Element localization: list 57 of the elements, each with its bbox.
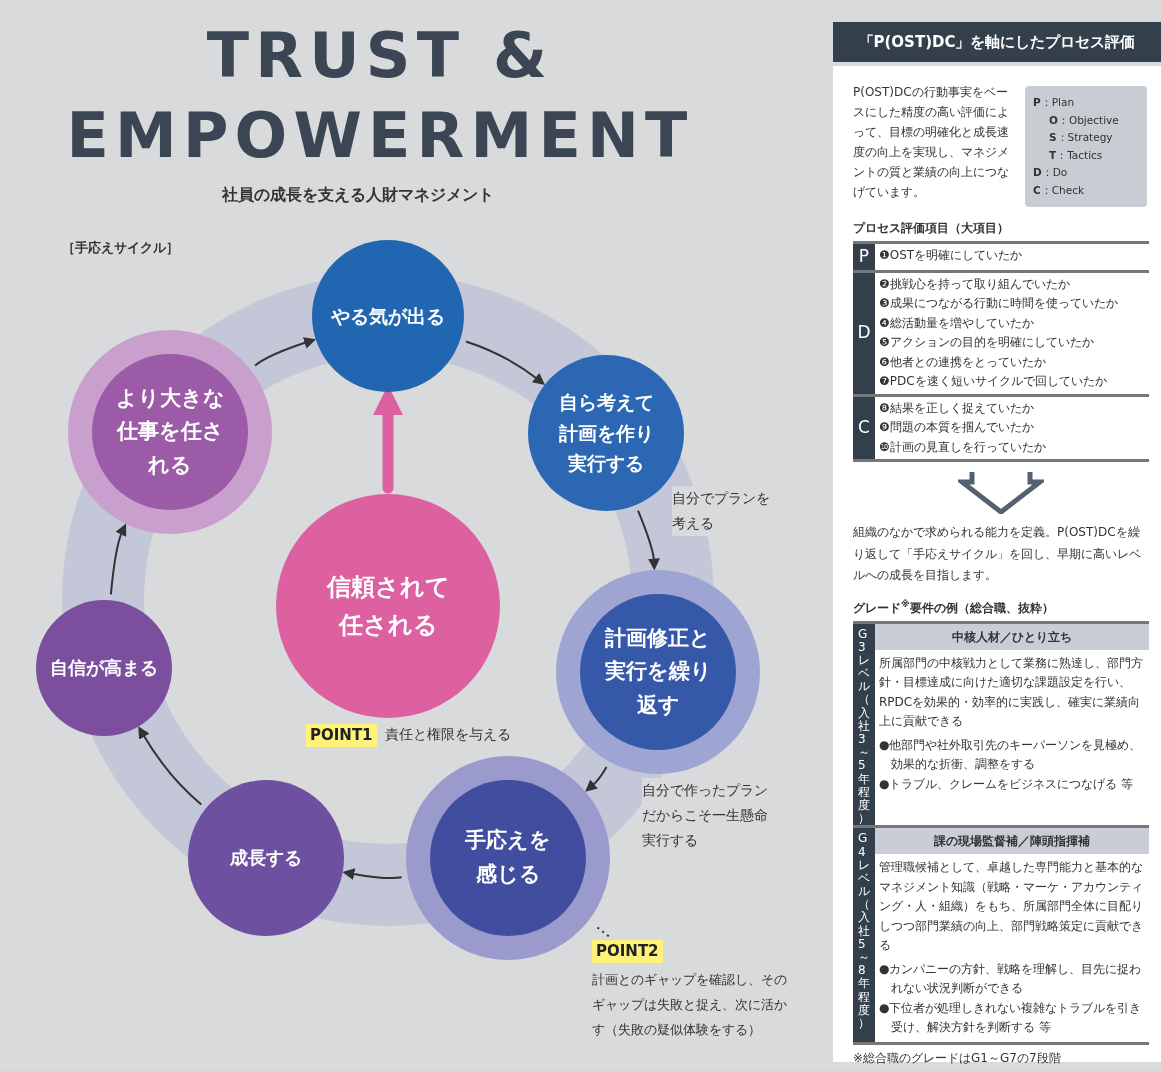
bullet-item: ●トラブル、クレームをビジネスにつなげる 等 bbox=[879, 775, 1135, 793]
arrow bbox=[585, 765, 608, 792]
summary-paragraph: 組織のなかで求められる能力を定義。P(OST)DCを繰り返して「手応えサイクル」を回し、早期に高いレベルへの成長を目指します。 bbox=[853, 524, 1142, 584]
category-cell: P bbox=[853, 244, 875, 270]
node-label: より大きな仕事を任される bbox=[114, 384, 226, 479]
checklist-item: ❻他者との連携をとっていたか bbox=[879, 353, 1047, 371]
node-label: 信頼されて任される bbox=[325, 571, 451, 641]
checklist-item: ❿計画の見直しを行っていたか bbox=[879, 438, 1046, 456]
footnote: ※総合職のグレードはG1～G7の7段階 bbox=[853, 1049, 1062, 1067]
key-entry: T：Tactics bbox=[1048, 147, 1104, 163]
key-entry: C：Check bbox=[1033, 182, 1086, 198]
intro-paragraph: P(OST)DCの行動事実をベースにした精度の高い評価によって、目標の明確化と成長速度の向上を実現し、マネジメントの質と業績の向上につなげています。 bbox=[853, 84, 1010, 201]
checklist-item: ❼PDCを速く短いサイクルで回していたか bbox=[879, 373, 1108, 390]
key-entry: P：Plan bbox=[1033, 95, 1076, 110]
grade-level: G3レベル（入社3～5年程度） bbox=[858, 627, 870, 826]
section-heading: グレード$^{※}$要件の例（総合職、抜粋） bbox=[853, 598, 1055, 617]
main-title: TRUST & EMPOWERMENT bbox=[65, 18, 695, 174]
node-label: 計画修正と実行を繰り返す bbox=[604, 624, 712, 719]
grade-description: 管理職候補として、卓越した専門能力と基本的なマネジメント知識（戦略・マーケ・アカウンティング・人・組織）をもち、所属部門全体に目配りしつつ部門業績の向上、部門戦略策定に貢献できる bbox=[878, 859, 1144, 955]
grade-level: G4レベル（入社5～8年程度） bbox=[858, 832, 870, 1032]
arrow bbox=[138, 726, 203, 806]
category-cell: C bbox=[853, 396, 875, 459]
checklist-item: ❹総活動量を増やしていたか bbox=[879, 314, 1035, 332]
subtitle: 社員の成長を支える人財マネジメント bbox=[222, 184, 494, 206]
arrow bbox=[464, 340, 546, 385]
bullet-item: ●下位者が処理しきれない複雑なトラブルを引き受け、解決方針を判断する 等 bbox=[879, 999, 1143, 1037]
arrow bbox=[637, 509, 660, 571]
arrow bbox=[254, 337, 316, 367]
bullet-item: ●カンパニーの方針、戦略を理解し、目先に捉われない状況判断ができる bbox=[879, 960, 1143, 998]
node-label: やる気が出る bbox=[331, 303, 445, 329]
key-entry: D：Do bbox=[1033, 165, 1069, 180]
checklist-item: ❸成果につながる行動に時間を使っていたか bbox=[879, 295, 1118, 312]
arrow bbox=[109, 523, 127, 596]
cycle-heading: ［手応えサイクル］ bbox=[62, 239, 179, 257]
category-cell: D bbox=[853, 272, 875, 394]
point-note: 責任と権限を与える bbox=[384, 725, 511, 744]
checklist-item: ❺アクションの目的を明確にしていたか bbox=[879, 334, 1095, 351]
checklist-item: ❽結果を正しく捉えていたか bbox=[879, 399, 1035, 417]
grade-description: 所属部門の中核戦力として業務に熟達し、部門方針・目標達成に向けた適切な課題設定を行い、RPDCを効果的・効率的に実践し、確実に業績向上に貢献できる bbox=[878, 654, 1144, 730]
bullet-item: ●他部門や社外取引先のキーパーソンを見極め、効果的な折衝、調整をする bbox=[879, 736, 1143, 773]
node-label: 手応えを感じる bbox=[464, 827, 552, 888]
checklist-item: ❷挑戦心を持って取り組んでいたか bbox=[879, 275, 1071, 293]
point-badge: POINT2 bbox=[592, 940, 663, 963]
point-badge: POINT1 bbox=[306, 724, 377, 747]
node-label: 自ら考えて計画を作り実行する bbox=[557, 390, 655, 477]
node-label: 自信が高まる bbox=[50, 655, 158, 680]
checklist-item: ❶OSTを明確にしていたか bbox=[879, 247, 1023, 264]
key-entry: S：Strategy bbox=[1048, 130, 1114, 145]
checklist-item: ❾問題の本質を掴んでいたか bbox=[879, 419, 1035, 436]
grade-header: 中核人材／ひとり立ち bbox=[875, 623, 1149, 650]
section-heading: プロセス評価項目（大項目） bbox=[853, 220, 1010, 237]
node-label: 成長する bbox=[230, 845, 302, 870]
key-entry: O：Objective bbox=[1048, 112, 1120, 128]
point-note: 計画とのギャップを確認し、そのギャップは失敗と捉え、次に活かす（失敗の疑似体験をする） bbox=[592, 970, 788, 1039]
arrow bbox=[342, 868, 403, 880]
grade-header: 課の現場監督補／陣頭指揮補 bbox=[875, 828, 1149, 855]
panel-title: 「P(OST)DC」を軸にしたプロセス評価 bbox=[858, 31, 1136, 53]
